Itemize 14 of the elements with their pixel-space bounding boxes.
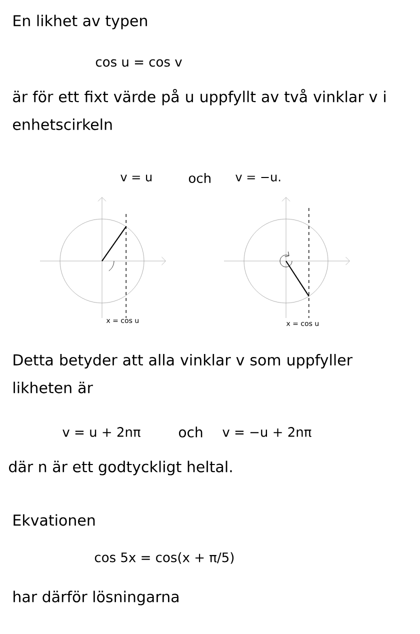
paragraph: är för ett fixt värde på u uppfyllt av två vinklar v i enhetscirkeln: [13, 88, 386, 130]
paragraph: Detta betyder att alla vinklar v som uppfyller likheten är: [14, 354, 352, 394]
formula: v = u + 2nπ: [62, 427, 140, 437]
text-line: Ekvationen: [14, 514, 95, 526]
text-line: där n är ett godtyckligt heltal.: [9, 460, 232, 476]
formula: cos u = cos v: [96, 59, 182, 67]
formula: v = −u + 2nπ: [222, 427, 312, 437]
text-line: har därför lösningarna: [14, 590, 178, 606]
text-line: En likhet av typen: [14, 14, 147, 30]
formula: cos 5x = cos(x + π/5): [94, 552, 234, 564]
formula: v = u: [120, 174, 152, 182]
formula: v = −u.: [236, 174, 280, 182]
text-line: och: [188, 172, 210, 184]
text-line: och: [178, 426, 202, 438]
